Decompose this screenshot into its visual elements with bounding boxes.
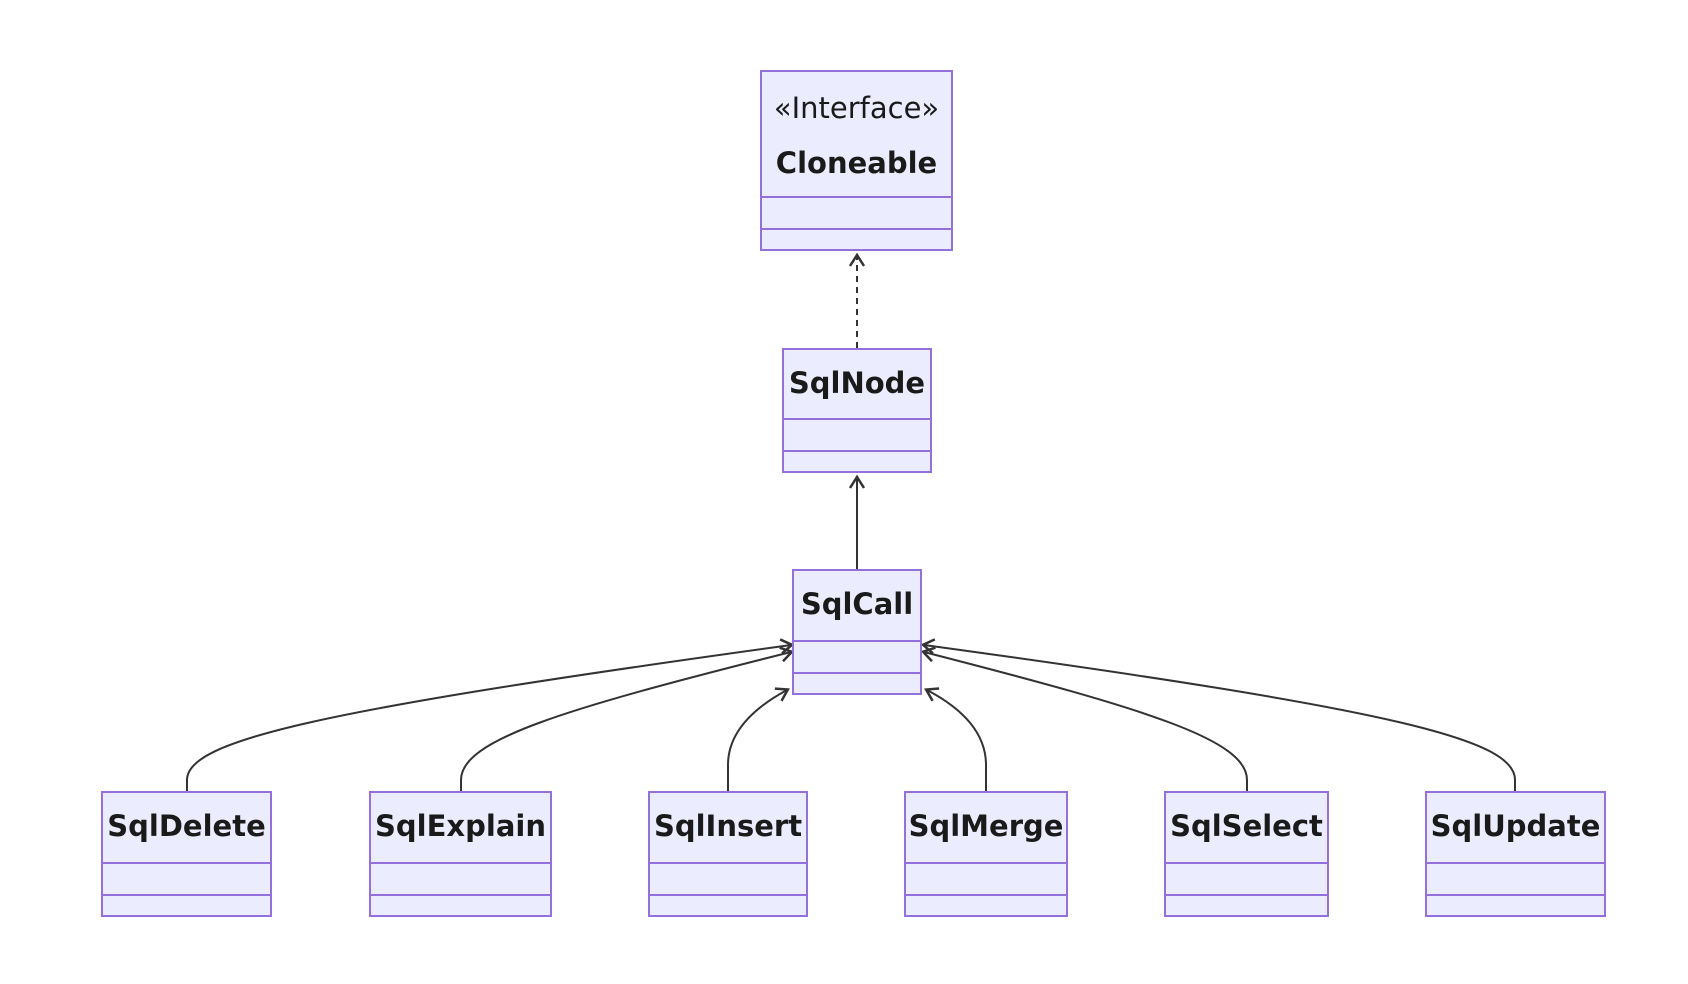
class-name: SqlSelect (1170, 809, 1323, 843)
edge-sqldelete-to-sqlcall (186, 645, 791, 791)
relations-layer (186, 256, 1516, 791)
class-name: SqlDelete (107, 809, 265, 843)
edge-sqlexplain-to-sqlcall (460, 652, 791, 791)
class-name: SqlExplain (375, 809, 546, 843)
edge-sqlselect-to-sqlcall (924, 652, 1248, 791)
class-box-sqlupdate[interactable]: SqlUpdate (1425, 791, 1606, 917)
edge-sqlinsert-to-sqlcall (727, 690, 787, 791)
class-name: SqlCall (801, 587, 913, 621)
class-box-sqldelete[interactable]: SqlDelete (101, 791, 272, 917)
class-stereotype: «Interface» (774, 91, 939, 125)
class-name: Cloneable (776, 146, 937, 180)
class-box-frame (760, 70, 953, 251)
class-box-sqlcall[interactable]: SqlCall (792, 569, 922, 695)
class-box-sqlselect[interactable]: SqlSelect (1164, 791, 1329, 917)
class-name: SqlNode (789, 366, 925, 400)
class-name: SqlMerge (909, 809, 1064, 843)
class-box-sqlmerge[interactable]: SqlMerge (904, 791, 1068, 917)
class-name: SqlInsert (654, 809, 802, 843)
edge-sqlmerge-to-sqlcall (927, 690, 987, 791)
class-box-cloneable[interactable]: «Interface» Cloneable (760, 70, 953, 251)
class-box-sqlinsert[interactable]: SqlInsert (648, 791, 808, 917)
class-box-sqlexplain[interactable]: SqlExplain (369, 791, 552, 917)
class-box-sqlnode[interactable]: SqlNode (782, 348, 932, 473)
edge-sqlupdate-to-sqlcall (924, 645, 1516, 791)
class-name: SqlUpdate (1431, 809, 1601, 843)
classes-layer: «Interface» CloneableSqlNodeSqlCallSqlDel… (101, 70, 1606, 917)
